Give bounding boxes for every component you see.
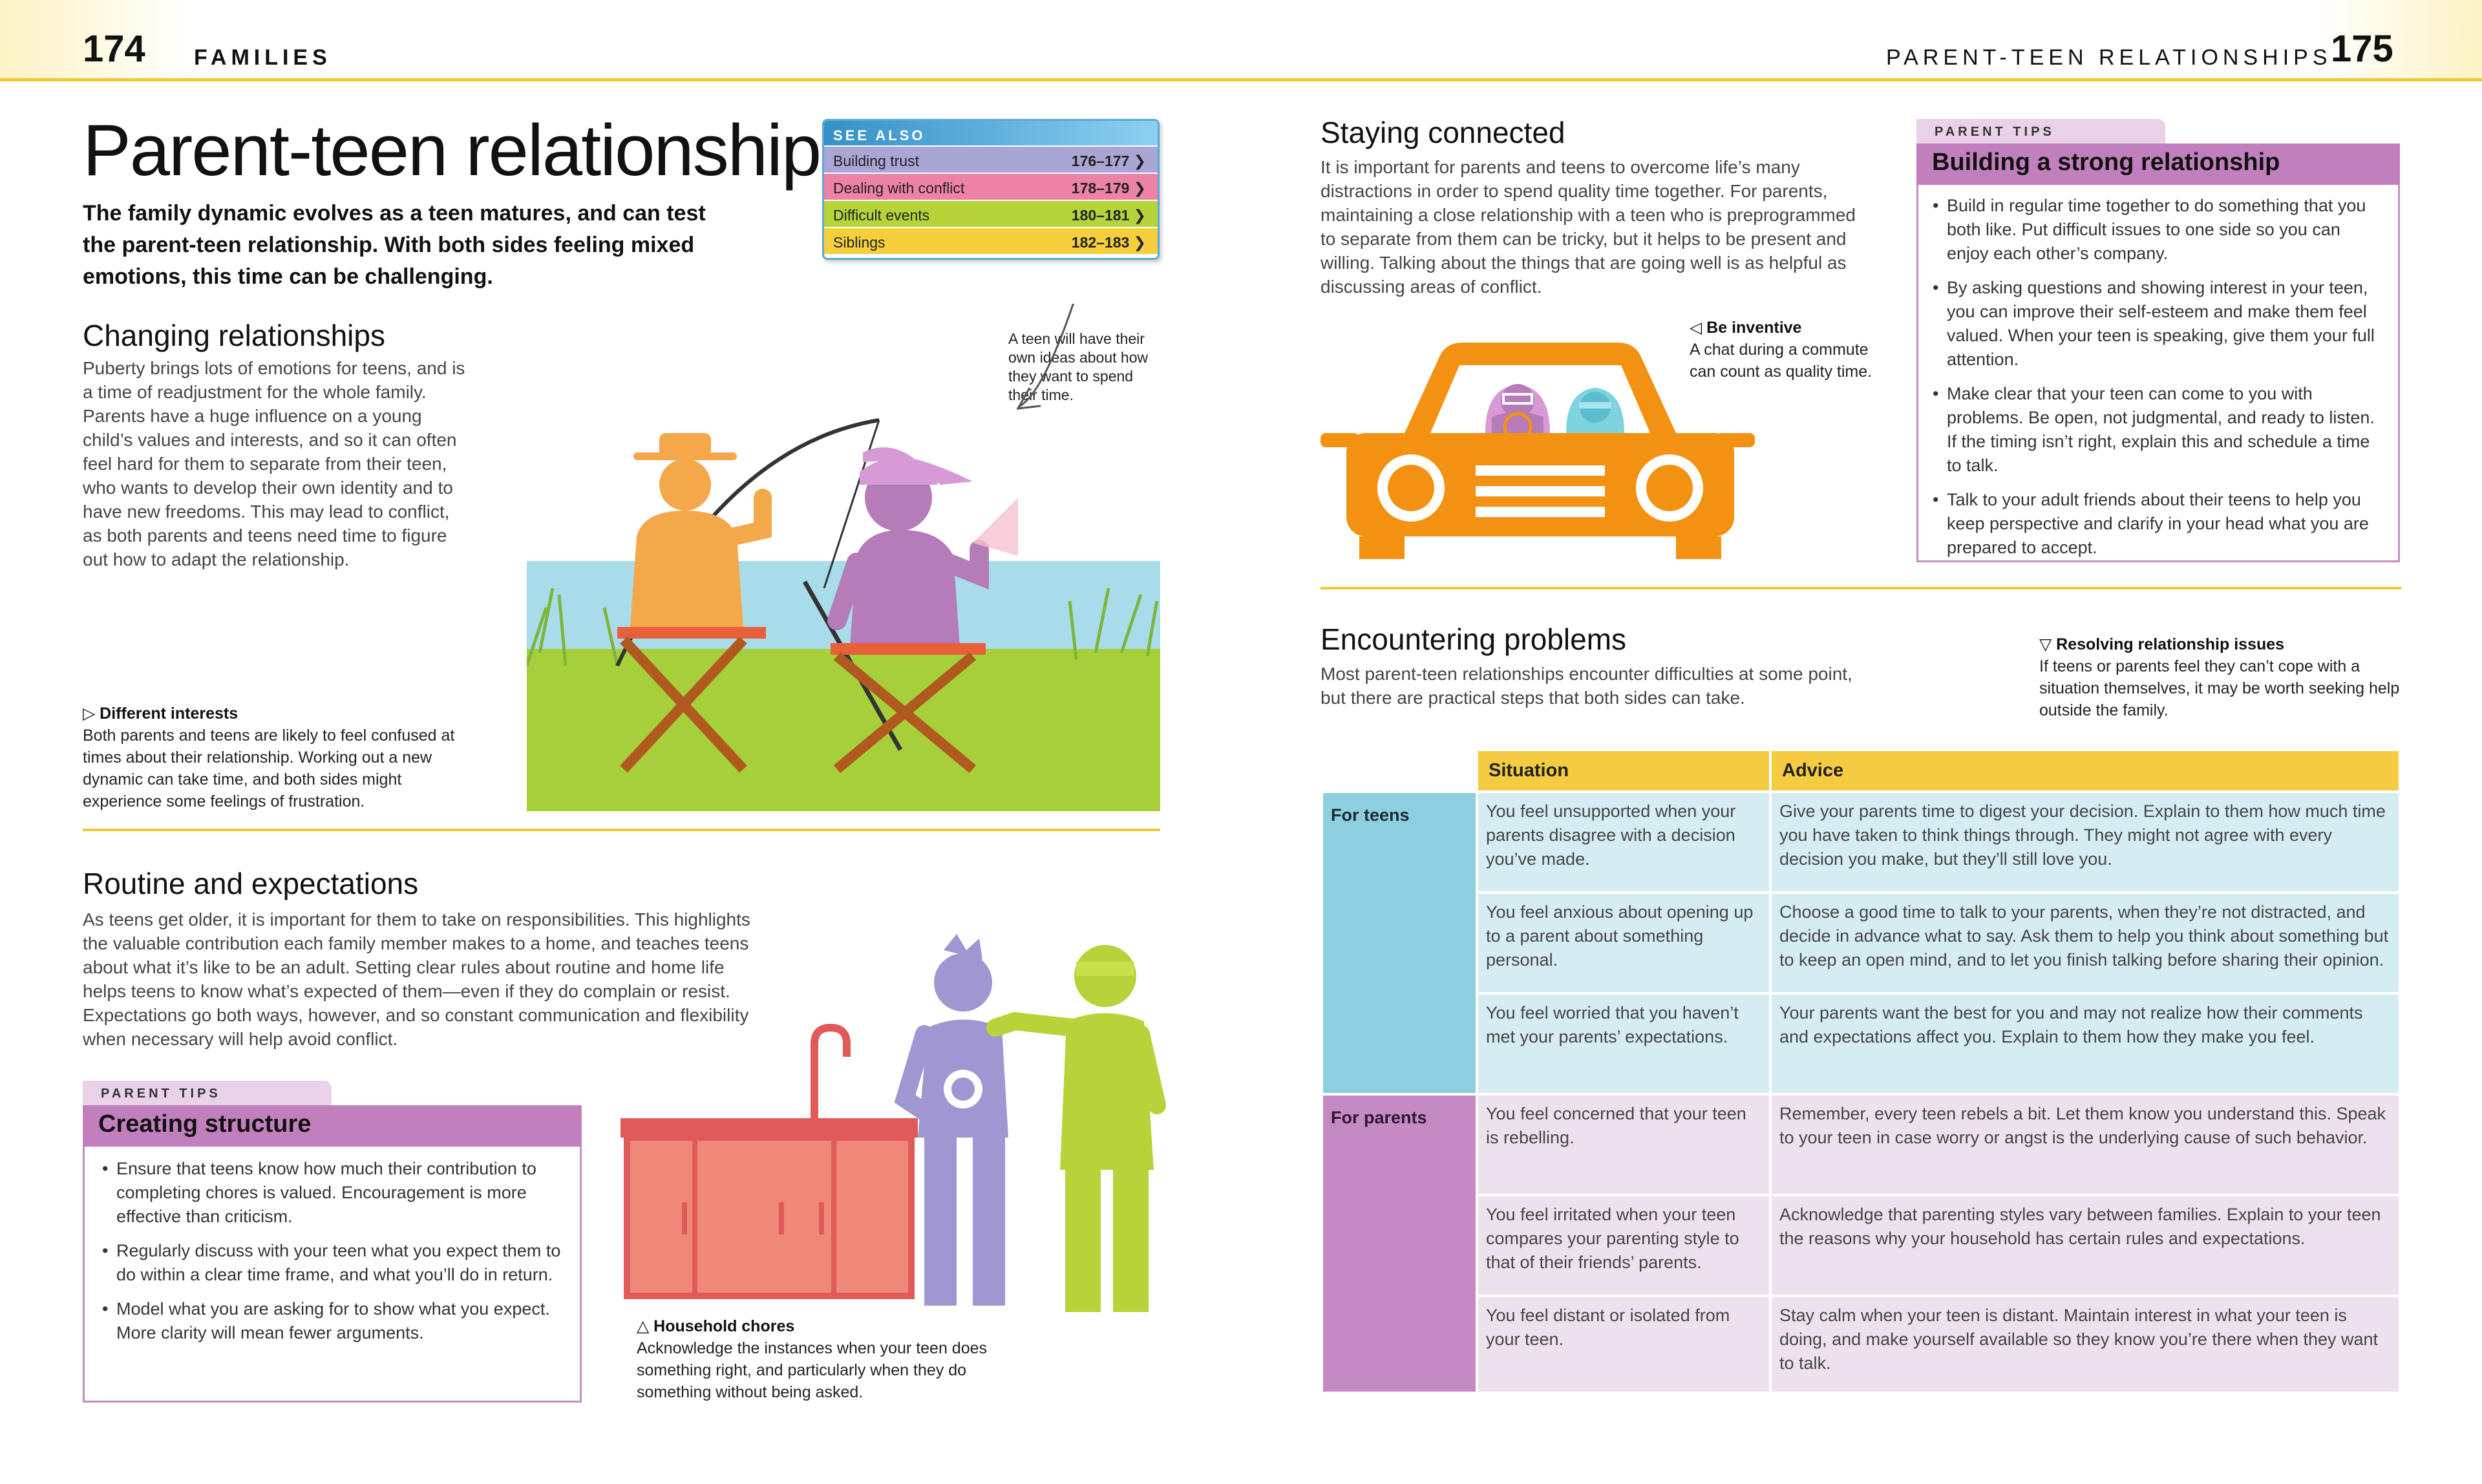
tip-item: Talk to your adult friends about their t… — [1933, 488, 2385, 560]
right-page-number: 175 — [2331, 28, 2393, 70]
situation-cell: You feel distant or isolated from your t… — [1478, 1297, 1769, 1392]
tip-band-label: PARENT TIPS — [1916, 119, 2165, 143]
section-divider — [83, 829, 1160, 831]
left-running-head: FAMILIES — [194, 45, 332, 70]
tip-band-label: PARENT TIPS — [83, 1081, 332, 1105]
column-header-advice: Advice — [1772, 751, 2399, 790]
tip-item: Build in regular time together to do som… — [1933, 194, 2385, 266]
tip-heading-creating-structure: Creating structure — [83, 1105, 582, 1147]
left-page-tab — [0, 0, 194, 78]
situation-cell: You feel irritated when your teen compar… — [1478, 1196, 1769, 1295]
caption-resolving: ▽ Resolving relationship issues If teens… — [2039, 635, 2400, 719]
section-heading-encountering: Encountering problems — [1321, 622, 1627, 656]
advice-cell: Give your parents time to digest your de… — [1772, 793, 2399, 891]
tip-list-creating-structure: Ensure that teens know how much their co… — [102, 1157, 562, 1355]
caption-household-chores: △ Household chores Acknowledge the insta… — [637, 1317, 988, 1401]
page-title: Parent-teen relationships — [83, 110, 856, 191]
section-divider-right — [1321, 587, 2401, 589]
see-also-label: SEE ALSO — [824, 121, 1158, 145]
staying-body: It is important for parents and teens to… — [1321, 157, 1856, 297]
situation-cell: You feel worried that you haven’t met yo… — [1478, 995, 1769, 1093]
tip-item: Model what you are asking for to show wh… — [102, 1297, 562, 1345]
caption-be-inventive: ◁ Be inventive A chat during a commute c… — [1690, 319, 1872, 381]
table-header-row: Situation Advice — [1323, 751, 2399, 790]
intro-paragraph: The family dynamic evolves as a teen mat… — [83, 201, 706, 289]
section-heading-routine: Routine and expectations — [83, 867, 419, 900]
advice-table: Situation Advice For teens You feel unsu… — [1321, 748, 2401, 1394]
tip-list-building: Build in regular time together to do som… — [1933, 194, 2385, 570]
situation-cell: You feel concerned that your teen is reb… — [1478, 1096, 1769, 1194]
table-row: For parents You feel concerned that your… — [1323, 1096, 2399, 1392]
tip-item: Ensure that teens know how much their co… — [102, 1157, 562, 1229]
advice-cell: Choose a good time to talk to your paren… — [1772, 894, 2399, 992]
advice-cell: Your parents want the best for you and m… — [1772, 995, 2399, 1093]
page-header: 174 FAMILIES PARENT-TEEN RELATIONSHIPS 1… — [0, 0, 2482, 81]
tip-item: Make clear that your teen can come to yo… — [1933, 382, 2385, 478]
table-row: You feel worried that you haven’t met yo… — [1323, 995, 2399, 1093]
group-label-parents: For parents — [1323, 1096, 1476, 1392]
fishing-callout: A teen will have their own ideas about h… — [1008, 330, 1149, 403]
tip-heading-building: Building a strong relationship — [1916, 143, 2400, 185]
group-label-teens: For teens — [1323, 793, 1476, 1093]
right-page-tab — [2314, 0, 2482, 78]
advice-cell: Remember, every teen rebels a bit. Let t… — [1772, 1096, 2399, 1194]
tip-item: Regularly discuss with your teen what yo… — [102, 1239, 562, 1287]
section-heading-staying: Staying connected — [1321, 116, 1565, 149]
routine-body: As teens get older, it is important for … — [83, 909, 750, 1049]
changing-body: Puberty brings lots of emotions for teen… — [83, 358, 465, 569]
encountering-body: Most parent-teen relationships encounter… — [1321, 664, 1852, 708]
column-header-situation: Situation — [1478, 751, 1769, 790]
table-row: You feel distant or isolated from your t… — [1323, 1297, 2399, 1392]
situation-cell: You feel unsupported when your parents d… — [1478, 793, 1769, 891]
household-chores-illustration — [620, 934, 1166, 1312]
car-illustration — [1321, 343, 1755, 559]
situation-cell: You feel anxious about opening up to a p… — [1478, 894, 1769, 992]
section-heading-changing: Changing relationships — [83, 319, 385, 352]
fishing-illustration — [527, 304, 1160, 811]
table-row: You feel irritated when your teen compar… — [1323, 1196, 2399, 1295]
tip-item: By asking questions and showing interest… — [1933, 276, 2385, 372]
table-row: You feel anxious about opening up to a p… — [1323, 894, 2399, 992]
table-row: For teens You feel unsupported when your… — [1323, 793, 2399, 1093]
right-running-head: PARENT-TEEN RELATIONSHIPS — [1886, 45, 2332, 70]
advice-cell: Acknowledge that parenting styles vary b… — [1772, 1196, 2399, 1295]
advice-cell: Stay calm when your teen is distant. Mai… — [1772, 1297, 2399, 1392]
left-page-number: 174 — [83, 28, 145, 70]
caption-different-interests: ▷ Different interests Both parents and t… — [83, 705, 455, 811]
